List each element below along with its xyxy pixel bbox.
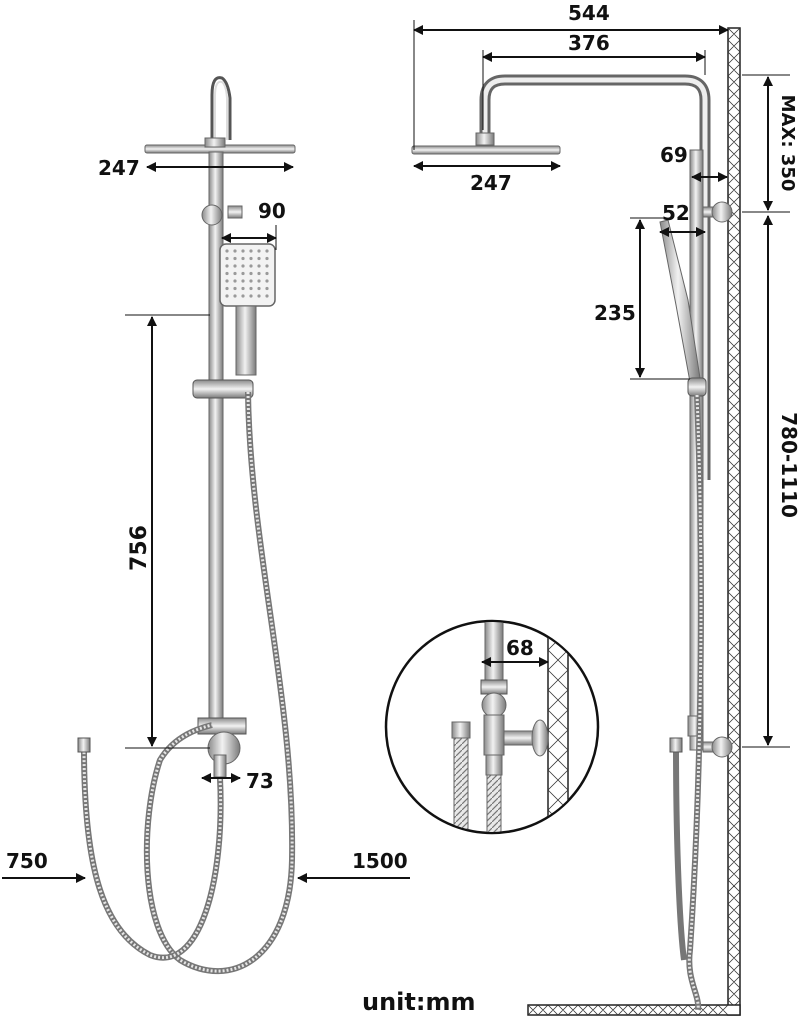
unit-label: unit:mm xyxy=(362,988,475,1016)
dim-height-range: 780-1110 xyxy=(777,412,800,518)
front-handset-handle xyxy=(235,305,257,376)
front-dimensions: 247 90 756 73 750 1500 xyxy=(2,156,410,883)
dim-diverter-width: 73 xyxy=(246,769,274,793)
dim-long-hose: 1500 xyxy=(352,849,408,873)
dim-head-width-side: 247 xyxy=(470,171,512,195)
detail-callout: 68 xyxy=(384,619,600,835)
dim-detail-offset: 68 xyxy=(506,636,534,660)
floor-hatching xyxy=(527,1004,729,1016)
dim-head-width-front: 247 xyxy=(98,156,140,180)
front-hose-long xyxy=(143,391,296,975)
dim-max-adjust: MAX: 350 xyxy=(777,95,798,192)
side-dimensions: 544 376 247 69 52 235 MAX: 350 780-1110 xyxy=(413,1,800,748)
dim-short-hose: 750 xyxy=(6,849,48,873)
front-riser-bar xyxy=(208,151,224,723)
side-rain-head xyxy=(411,145,561,155)
side-hose xyxy=(686,394,704,1011)
detail-hose-right xyxy=(486,774,502,832)
side-wall-bracket-lower xyxy=(711,736,733,758)
side-view xyxy=(411,27,741,1016)
dim-arm-length: 376 xyxy=(568,31,610,55)
front-handset-nozzles xyxy=(225,249,269,298)
detail-hose-left xyxy=(453,737,469,832)
wall-hatching xyxy=(727,27,741,1013)
front-view xyxy=(77,76,296,975)
dim-bracket-offset: 52 xyxy=(662,201,690,225)
front-wall-bracket-upper xyxy=(201,204,223,226)
dim-handset-length: 235 xyxy=(594,301,636,325)
side-wall-bracket-upper xyxy=(711,201,733,223)
front-slider xyxy=(192,379,254,399)
dim-overall-width: 544 xyxy=(568,1,610,25)
dim-bar-length: 756 xyxy=(127,525,152,571)
detail-wall-bracket xyxy=(531,719,549,757)
dim-holder-width: 90 xyxy=(258,199,286,223)
front-gooseneck xyxy=(210,76,232,140)
floor xyxy=(527,1004,741,1016)
detail-diverter-knob xyxy=(481,692,507,718)
dim-wall-to-bar: 69 xyxy=(660,143,688,167)
